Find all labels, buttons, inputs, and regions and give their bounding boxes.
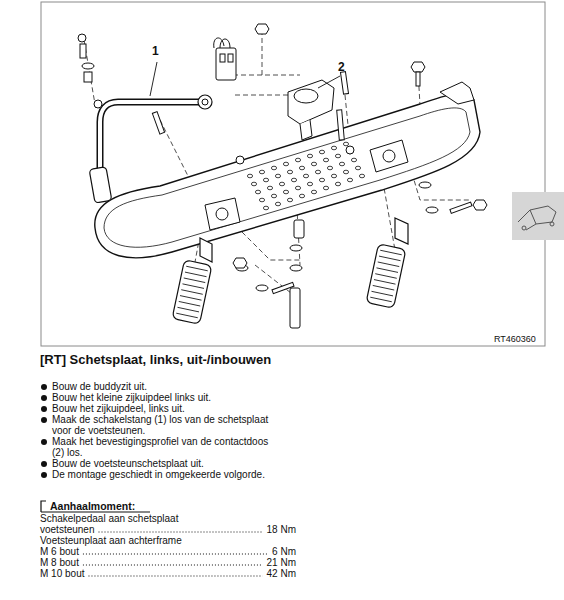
torque-icon (41, 501, 150, 512)
bolts (152, 24, 487, 328)
callout-number: 2 (338, 60, 345, 74)
leader-lines (150, 62, 340, 96)
vent-holes (247, 142, 364, 210)
instruction-step: Bouw de buddyzit uit. (52, 381, 274, 392)
text-column: [RT] Schetsplaat, links, uit-/inbouwenBo… (40, 352, 298, 579)
torque-row: M 6 bout 6 Nm (40, 546, 298, 557)
bullet-item: Bouw het kleine zijkuipdeel links uit. (40, 392, 274, 403)
plate-edge (104, 108, 470, 247)
torque-item: M 8 bout (40, 557, 205, 568)
shift-rod (89, 95, 212, 203)
torque-value: 6 Nm (272, 546, 296, 557)
instruction-step: Bouw het kleine zijkuipdeel links uit. (52, 392, 274, 403)
instruction-step: Bouw de voetsteunschetsplaat uit. (52, 458, 274, 469)
mount-bosses (205, 140, 408, 230)
tab-icon (518, 206, 556, 230)
bullet-dot (41, 417, 47, 423)
torque-label: Aanhaalmoment: (50, 500, 135, 512)
torque-item: Schakelpedaal aan schetsplaat voetsteune… (40, 513, 205, 535)
torque-value: 42 Nm (267, 568, 296, 579)
instruction-step: De montage geschiedt in omgekeerde volgo… (52, 469, 274, 480)
bullet-dot (41, 461, 47, 467)
torque-row: Schakelpedaal aan schetsplaat voetsteune… (40, 513, 298, 535)
bullet-dot (41, 395, 47, 401)
dot-leader (99, 532, 263, 533)
bullet-item: De montage geschiedt in omgekeerde volgo… (40, 469, 274, 480)
callout-number: 1 (152, 44, 159, 58)
bullet-item: Maak het bevestigingsprofiel van de cont… (40, 436, 274, 458)
torque-row: Voetsteunplaat aan achterframe (40, 535, 298, 546)
bullet-item: Bouw het zijkuipdeel, links uit. (40, 403, 274, 414)
torque-row: M 8 bout 21 Nm (40, 557, 298, 568)
torque-item: M 6 bout (40, 546, 205, 557)
instruction-step: Bouw het zijkuipdeel, links uit. (52, 403, 274, 414)
bullet-item: Maak de schakelstang (1) los van de sche… (40, 414, 274, 436)
bullet-dot (41, 384, 47, 390)
socket-bracket (214, 38, 334, 140)
torque-row: M 10 bout 42 Nm (40, 568, 298, 579)
footpeg-ribs (176, 250, 401, 318)
bullet-dot (41, 472, 47, 478)
torque-heading: Aanhaalmoment: (40, 500, 298, 513)
dot-leader (83, 565, 263, 566)
figure-code: RT460360 (494, 332, 536, 346)
instruction-step: Maak de schakelstang (1) los van de sche… (52, 414, 274, 436)
bullet-dot (41, 406, 47, 412)
torque-item: Voetsteunplaat aan achterframe (40, 535, 205, 546)
linkage-bolts (78, 34, 102, 108)
section-title: [RT] Schetsplaat, links, uit-/inbouwen (40, 352, 272, 367)
dot-leader (88, 576, 262, 577)
bullet-dot (41, 439, 47, 445)
bullet-item: Bouw de voetsteunschetsplaat uit. (40, 458, 274, 469)
instruction-step: Maak het bevestigingsprofiel van de cont… (52, 436, 274, 458)
dot-leader (83, 554, 268, 555)
footrest-plate (95, 94, 480, 258)
footpegs (172, 218, 408, 324)
torque-value: 21 Nm (267, 557, 296, 568)
bullet-item: Bouw de buddyzit uit. (40, 381, 274, 392)
torque-item: M 10 bout (40, 568, 205, 579)
figure-frame (41, 2, 545, 346)
chapter-tab (512, 192, 564, 240)
torque-value: 18 Nm (267, 524, 296, 535)
